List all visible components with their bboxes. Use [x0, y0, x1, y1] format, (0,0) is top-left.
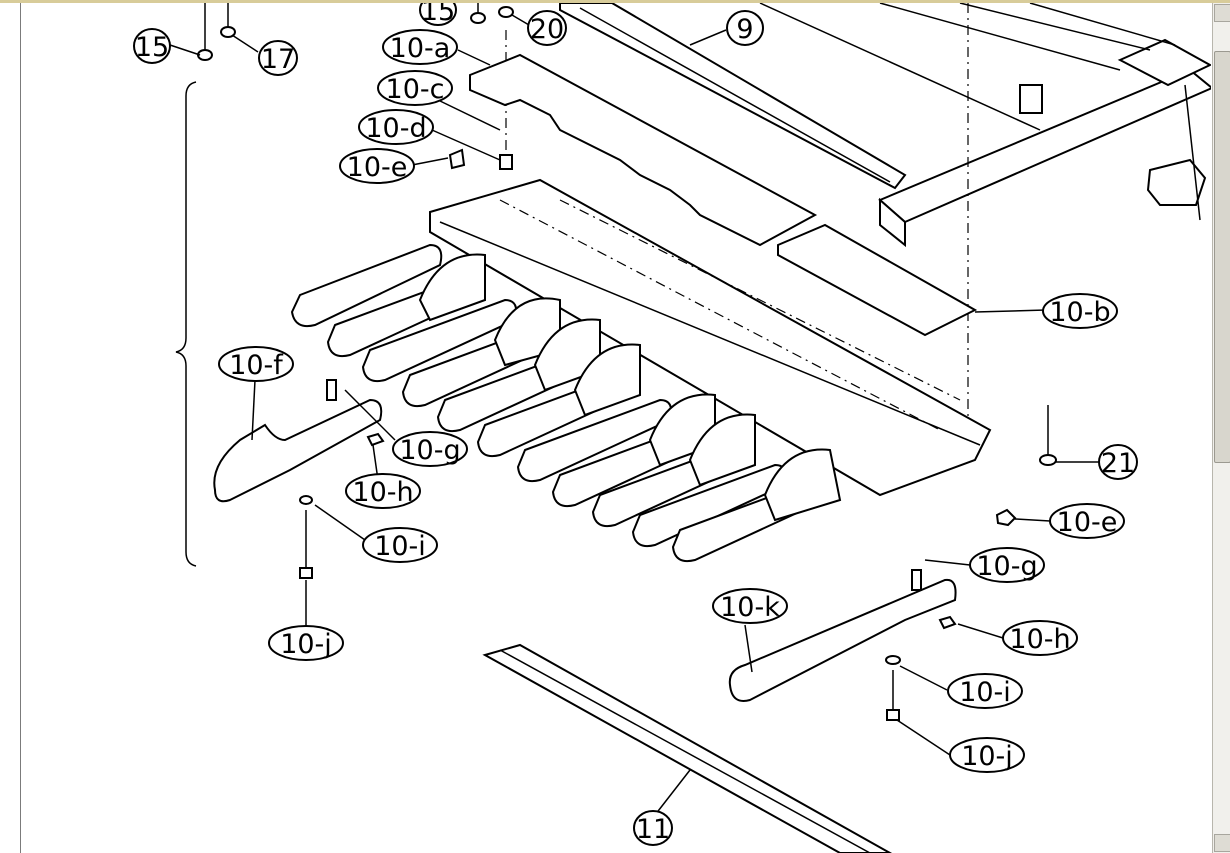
- callout-10-i-right: 10-i: [947, 673, 1023, 709]
- svg-text:9: 9: [736, 14, 753, 45]
- assembly-bracket: [175, 81, 197, 567]
- callout-17: 17: [258, 40, 298, 76]
- svg-text:10-k: 10-k: [720, 592, 780, 623]
- callout-10-e-top: 10-e: [339, 148, 415, 184]
- svg-text:10-j: 10-j: [961, 741, 1013, 772]
- left-gutter: [0, 3, 21, 853]
- scroll-thumb[interactable]: [1214, 51, 1230, 463]
- chassis-beam: [429, 178, 992, 497]
- scroll-up-arrow-icon[interactable]: [1214, 4, 1230, 22]
- hardware-screws: [197, 3, 1057, 721]
- callout-10-h-left: 10-h: [345, 473, 421, 509]
- rail-part-9: [559, 3, 907, 190]
- svg-text:10-g: 10-g: [976, 551, 1037, 582]
- svg-text:11: 11: [636, 814, 670, 845]
- key-set: [290, 243, 842, 563]
- callout-10-h-right: 10-h: [1002, 620, 1078, 656]
- callout-10-a: 10-a: [382, 29, 458, 65]
- callout-10-e-right: 10-e: [1049, 503, 1125, 539]
- svg-text:10-i: 10-i: [374, 531, 426, 562]
- callout-20: 20: [527, 10, 567, 46]
- plate-part-10a: [469, 53, 818, 247]
- callout-10-j-left: 10-j: [268, 625, 344, 661]
- svg-text:10-f: 10-f: [229, 350, 284, 381]
- svg-text:10-i: 10-i: [959, 677, 1011, 708]
- svg-text:15: 15: [135, 32, 169, 63]
- callout-15-top: 15: [419, 3, 457, 27]
- end-key-part-10f: [213, 398, 383, 503]
- callout-10-j-right: 10-j: [949, 737, 1025, 773]
- callout-10-b: 10-b: [1042, 293, 1118, 329]
- callout-15-left: 15: [133, 28, 171, 64]
- parts-diagram: 15 17 15 20 9 10-a 10-c 10-d: [133, 3, 1211, 853]
- callout-10-i-left: 10-i: [362, 527, 438, 563]
- callout-10-d: 10-d: [358, 109, 434, 145]
- svg-text:10-c: 10-c: [386, 74, 445, 105]
- svg-text:10-j: 10-j: [280, 629, 332, 660]
- svg-text:21: 21: [1101, 448, 1135, 479]
- end-key-part-10k: [728, 578, 957, 702]
- svg-text:10-h: 10-h: [352, 477, 413, 508]
- vertical-scrollbar[interactable]: [1212, 3, 1230, 853]
- svg-text:10-e: 10-e: [1057, 507, 1118, 538]
- svg-text:20: 20: [530, 14, 564, 45]
- svg-text:10-g: 10-g: [399, 435, 460, 466]
- callout-10-g-right: 10-g: [969, 547, 1045, 583]
- plate-part-10b: [777, 223, 978, 337]
- leader-lines: [169, 14, 1100, 816]
- svg-text:10-b: 10-b: [1049, 297, 1110, 328]
- rail-part-11: [482, 643, 893, 853]
- scroll-down-arrow-icon[interactable]: [1214, 834, 1230, 852]
- svg-text:15: 15: [421, 3, 455, 27]
- window-top-border: [0, 0, 1230, 3]
- callout-21: 21: [1098, 444, 1138, 480]
- svg-text:10-d: 10-d: [365, 113, 426, 144]
- svg-text:10-h: 10-h: [1009, 624, 1070, 655]
- callout-9: 9: [726, 10, 764, 46]
- frame-tube: [759, 3, 1211, 248]
- callout-10-k: 10-k: [712, 588, 788, 624]
- callout-10-f: 10-f: [218, 346, 294, 382]
- svg-text:10-e: 10-e: [347, 152, 408, 183]
- callout-10-g-left: 10-g: [392, 431, 468, 467]
- svg-text:10-a: 10-a: [390, 33, 451, 64]
- callout-11: 11: [633, 810, 673, 846]
- callout-10-c: 10-c: [377, 70, 453, 106]
- svg-text:17: 17: [261, 44, 295, 75]
